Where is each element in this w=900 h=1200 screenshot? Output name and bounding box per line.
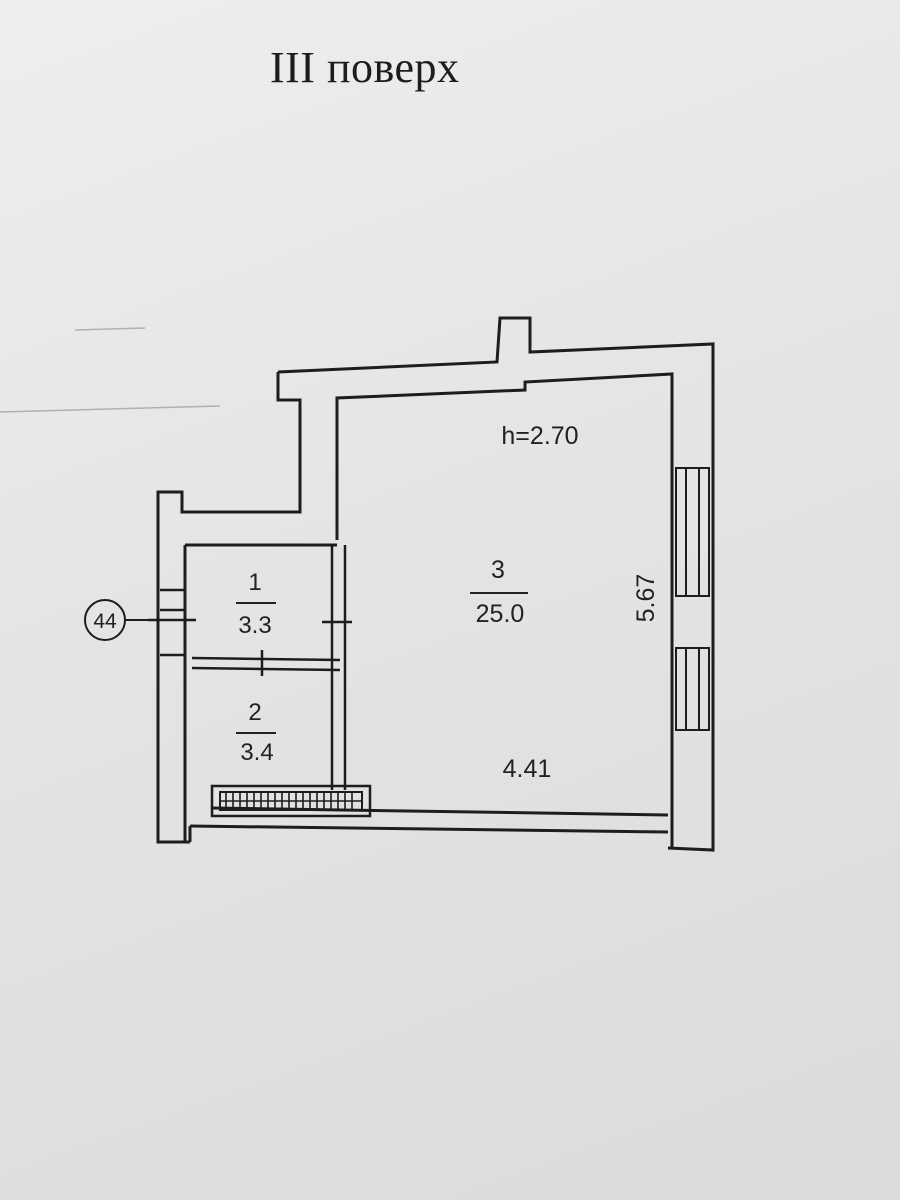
door-marks (148, 608, 352, 676)
room-2-number: 2 (248, 699, 261, 726)
room-length-dimension: 5.67 (632, 574, 660, 623)
scan-marks (0, 327, 221, 413)
room-1-area: 3.3 (238, 612, 271, 639)
room-1-label: 1 3.3 (236, 569, 276, 639)
room-width-dimension: 4.41 (503, 755, 552, 783)
grid-axis-marker: 44 (84, 599, 148, 641)
grid-axis-label: 44 (93, 610, 117, 633)
window-upper (675, 467, 710, 597)
radiator (210, 784, 372, 818)
outer-walls (156, 316, 715, 852)
room-3-number: 3 (491, 556, 505, 584)
ceiling-height-label: h=2.70 (501, 422, 578, 450)
interior-walls (160, 545, 347, 790)
room-1-number: 1 (248, 569, 261, 596)
room-3-area: 25.0 (476, 600, 525, 628)
floor-title: III поверх (270, 43, 460, 92)
window-lower (675, 647, 710, 731)
room-2-area: 3.4 (240, 739, 273, 766)
room-2-label: 2 3.4 (236, 699, 276, 766)
room-3-label: 3 25.0 (470, 556, 528, 628)
